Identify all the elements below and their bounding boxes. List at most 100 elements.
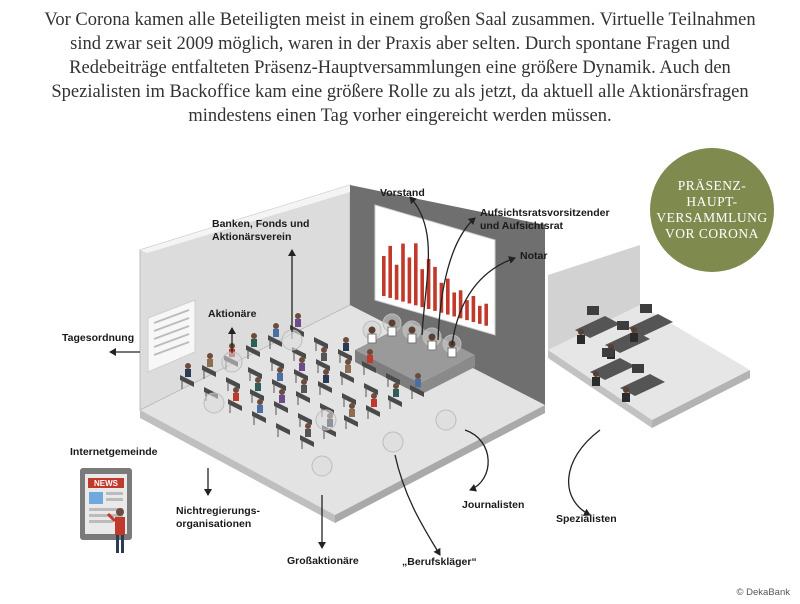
audience-person-head: [279, 389, 285, 395]
audience-chair: [340, 371, 354, 383]
screen-bar: [471, 296, 476, 323]
specialist-head: [578, 329, 584, 335]
label-aufsichtsrat: Aufsichtsratsvorsitzender und Aufsichtsr…: [480, 207, 610, 233]
arrow-spezialisten: [568, 429, 601, 516]
audience-person-body: [185, 369, 191, 377]
audience-person-head: [323, 369, 329, 375]
attendee-halo: [203, 392, 225, 414]
audience-chair: [270, 357, 284, 369]
label-banken: Banken, Fonds und Aktionärsverein: [212, 218, 309, 244]
office-monitor: [640, 304, 652, 313]
audience-person-body: [257, 405, 263, 413]
audience-chair: [180, 375, 194, 387]
audience-person-head: [343, 337, 349, 343]
office-desks: [575, 304, 673, 402]
office-desk: [605, 331, 650, 353]
arrow-notar: [451, 256, 516, 346]
audience-person-body: [323, 375, 329, 383]
board-member-head: [408, 326, 416, 334]
audience-chair: [316, 359, 330, 371]
board-member-head: [428, 333, 436, 341]
arrow-berufsklaeger: [394, 454, 441, 556]
office-desk: [620, 374, 665, 396]
audience-person-body: [367, 355, 373, 363]
specialist-body: [592, 377, 600, 386]
screen-bar: [458, 290, 463, 319]
audience-chair: [342, 393, 356, 405]
audience-person-body: [343, 343, 349, 351]
audience-chair: [274, 401, 288, 413]
screen-bar: [484, 303, 488, 326]
badge-praesenz-hv: PRÄSENZ- HAUPT- VERSAMMLUNG VOR CORONA: [650, 148, 774, 272]
label-tagesordnung: Tagesordnung: [62, 332, 135, 344]
attendee-halo: [315, 409, 337, 431]
office-desk: [628, 314, 673, 336]
office-front-edge: [548, 350, 652, 428]
audience-chair: [364, 383, 378, 395]
board-member-body: [387, 326, 397, 337]
audience-chair: [252, 411, 266, 423]
audience-person-body: [305, 429, 311, 437]
audience-person-body: [393, 389, 399, 397]
specialist-head: [593, 371, 599, 377]
audience-chair: [388, 395, 402, 407]
attendee-halo: [435, 409, 457, 431]
audience-person-body: [349, 409, 355, 417]
attendee-halo: [311, 455, 333, 477]
audience-person-body: [301, 385, 307, 393]
label-aktionaere: Aktionäre: [208, 308, 257, 320]
label-internetgemeinde: Internetgemeinde: [70, 446, 158, 458]
audience-chair: [344, 415, 358, 427]
audience-person-body: [321, 353, 327, 361]
label-banken-line: Banken, Fonds und: [212, 218, 310, 230]
audience-person-head: [299, 357, 305, 363]
audience-chair: [386, 373, 400, 385]
audience-chair: [248, 367, 262, 379]
office-monitor: [617, 321, 629, 330]
specialist-body: [577, 335, 585, 344]
audience-chair: [300, 435, 314, 447]
attendee-halo: [281, 329, 303, 351]
specialist-body: [630, 333, 638, 342]
screen-bar: [394, 264, 399, 300]
audience-person-body: [295, 319, 301, 327]
specialist-body: [622, 393, 630, 402]
audience-chair: [226, 377, 240, 389]
audience-person-head: [255, 377, 261, 383]
audience-chair: [276, 423, 290, 435]
screen-bar: [382, 256, 386, 297]
audience-chair: [294, 369, 308, 381]
audience-person-body: [345, 365, 351, 373]
agenda-poster: [147, 299, 196, 373]
screen-bar: [465, 300, 469, 321]
label-spezialisten: Spezialisten: [556, 513, 617, 525]
audience-person-head: [295, 313, 301, 319]
audience-person-head: [367, 349, 373, 355]
board-member-body: [407, 333, 417, 344]
label-berufsklaeger: „Berufskläger“: [402, 556, 477, 568]
audience-person-head: [415, 373, 421, 379]
label-banken-line: Aktionärsverein: [212, 231, 292, 243]
label-ngo: Nichtregierungs- organisationen: [176, 505, 260, 531]
audience-person-body: [277, 373, 283, 381]
audience-person-head: [345, 359, 351, 365]
audience-chair: [314, 337, 328, 349]
office-monitor: [602, 348, 614, 357]
label-ngo-line: Nichtregierungs-: [176, 505, 261, 517]
screen-bar: [407, 257, 412, 304]
audience-person-body: [299, 363, 305, 371]
audience-person-body: [255, 383, 261, 391]
badge-line: VOR CORONA: [665, 226, 759, 241]
arrow-vorstand: [409, 196, 430, 336]
intro-text: Vor Corona kamen alle Beteiligten meist …: [20, 8, 780, 128]
office-monitor: [587, 306, 599, 315]
audience-person-body: [273, 329, 279, 337]
badge-line: VERSAMMLUNG: [656, 210, 768, 225]
hall-wall-top-left: [140, 185, 350, 253]
office-desk: [590, 358, 635, 380]
board-member-body: [447, 347, 457, 358]
specialist-head: [623, 387, 629, 393]
audience-person-body: [207, 359, 213, 367]
audience-person-head: [257, 399, 263, 405]
audience-chair: [296, 391, 310, 403]
